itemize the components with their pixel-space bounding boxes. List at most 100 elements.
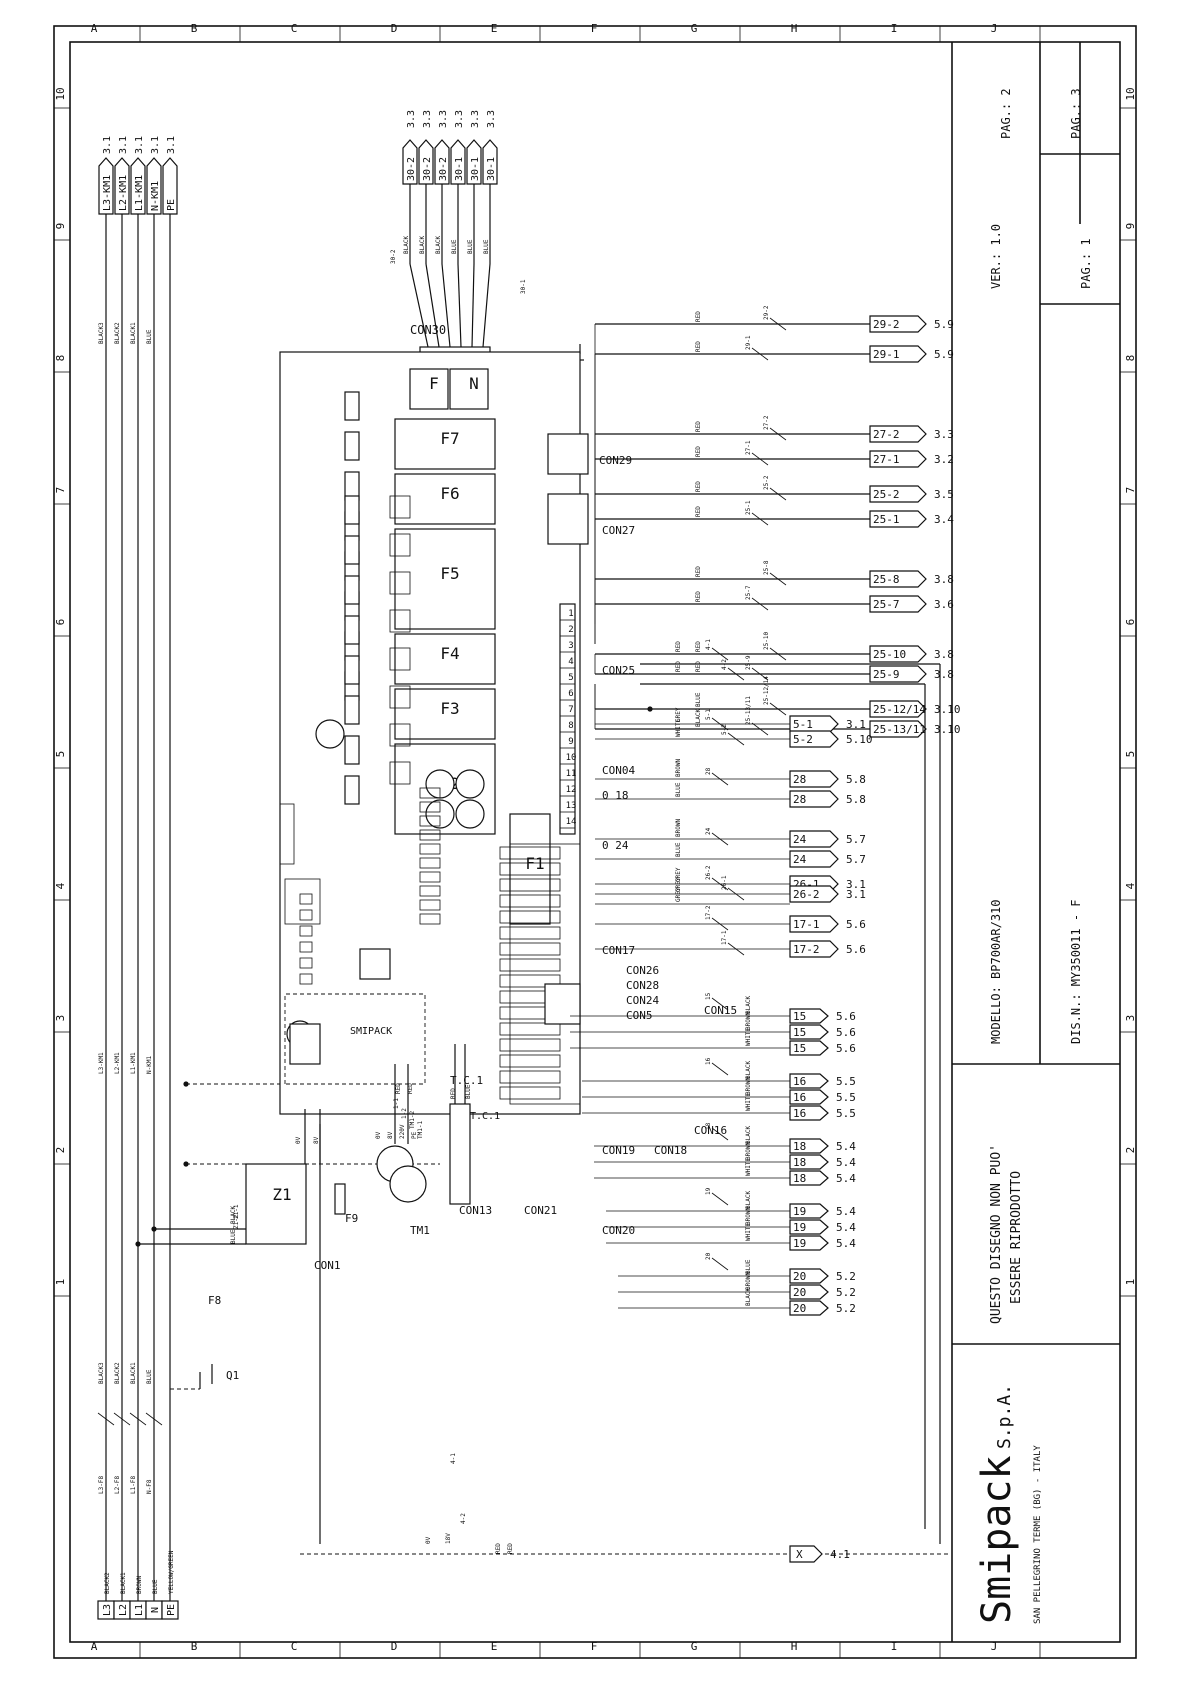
- mains-output-ref: 3.1: [118, 136, 129, 154]
- con30-label: CON30: [410, 323, 446, 337]
- cross-reference-page: 5.8: [846, 793, 866, 806]
- wire-tag-slash: [711, 772, 729, 786]
- terminal-number: 9: [568, 737, 573, 747]
- cross-reference-tag: [869, 595, 927, 613]
- grid-row-number: 7: [1124, 487, 1137, 494]
- fuse-tag-label: N-F8: [146, 1479, 153, 1494]
- grid-column-letter: A: [91, 1640, 98, 1653]
- cross-reference-page: 5.9: [934, 318, 954, 331]
- cross-reference-label: 20: [793, 1302, 806, 1315]
- relay-pin: [389, 571, 411, 595]
- ic-chip: [359, 948, 391, 980]
- terminal-number: 5: [568, 673, 573, 683]
- wire-tag-slash: [711, 1127, 729, 1141]
- grid-column-letter: E: [491, 22, 498, 35]
- ic-pin: [419, 787, 441, 799]
- wire-color-label: RED: [507, 1543, 514, 1554]
- wire-tag-slash: [711, 832, 729, 846]
- relay-pin: [389, 761, 411, 785]
- relay-contact: [344, 431, 360, 461]
- ic-pin: [419, 829, 441, 841]
- company-logo: Smipack: [974, 1455, 1020, 1624]
- terminal-number: 8: [568, 721, 573, 731]
- header-pins: [279, 803, 295, 865]
- cross-reference-page: 4.1: [830, 1548, 850, 1561]
- grid-row-number: 4: [1124, 882, 1137, 889]
- cross-reference-label: 18: [793, 1140, 806, 1153]
- wire-color-label: RED: [450, 1088, 457, 1099]
- con30-output-tag: [434, 139, 450, 185]
- cross-reference-tag: [789, 770, 839, 788]
- mains-input-section: L3BLACK2L2BLACK1L1BROWNNBLUEPEYELLOW/GRE…: [97, 136, 440, 1620]
- wire-color-label: GREY: [675, 887, 682, 902]
- cross-reference-tag: [869, 485, 927, 503]
- con30-output-ref: 3.3: [438, 110, 449, 128]
- tm1-coil: [389, 1165, 427, 1203]
- wire-tag-label: 25-12/14: [763, 676, 770, 705]
- wire-tag-slash: [129, 1412, 147, 1426]
- grid-column-letter: H: [791, 22, 798, 35]
- cross-reference-tag: [869, 645, 927, 663]
- board-connector-label: CON13: [459, 1204, 492, 1217]
- smipack-region: [284, 993, 426, 1085]
- connector-pin: [499, 974, 561, 988]
- cross-reference-page: 5.5: [836, 1075, 856, 1088]
- cross-reference-label: 27-2: [873, 428, 900, 441]
- con30-output-tag: [418, 139, 434, 185]
- wire-color-label: RED: [695, 661, 702, 672]
- wire-tag-slash: [727, 942, 745, 956]
- wire-color-label: BROWN: [675, 819, 682, 837]
- grid-column-letter: C: [291, 22, 298, 35]
- cross-reference-label: 25-12/14: [873, 703, 926, 716]
- cross-reference-page: 5.4: [836, 1140, 856, 1153]
- wire-color-label: RED: [495, 1543, 502, 1554]
- fuse-label: F4: [440, 644, 459, 663]
- connector-block: [547, 493, 589, 545]
- fuse-tag-label: L3-F8: [98, 1476, 105, 1494]
- cross-reference-page: 5.7: [846, 833, 866, 846]
- junction-dot: [151, 1226, 157, 1232]
- cross-reference-label: 26-2: [793, 888, 820, 901]
- cross-reference-label: 17-1: [793, 918, 820, 931]
- mains-mid-label: L1-KM1: [130, 1052, 137, 1074]
- company-address: SAN PELLEGRINO TERME (BG) - ITALY: [1033, 1445, 1043, 1624]
- wire-color-label: GREY: [675, 867, 682, 882]
- con30-wire: [471, 263, 475, 348]
- cross-reference-tag: [789, 850, 839, 868]
- con30-wire: [457, 263, 462, 348]
- terminal-strip: [559, 603, 576, 835]
- mains-wire-color: YELLOW/GREEN: [168, 1550, 175, 1594]
- cross-reference-page: 5.6: [836, 1042, 856, 1055]
- connector-pin: [499, 926, 561, 940]
- fuse-block: [394, 418, 496, 470]
- cross-reference-page: 3.1: [846, 888, 866, 901]
- mains-output-label: PE: [166, 199, 177, 211]
- cross-reference-tag: [869, 510, 927, 528]
- cross-reference-page: 5.4: [836, 1221, 856, 1234]
- con30-output-ref: 3.3: [422, 110, 433, 128]
- cross-reference-page: 3.1: [846, 718, 866, 731]
- con30-output-label: 30-2: [438, 157, 449, 181]
- grid-row-number: 1: [1124, 1279, 1137, 1286]
- fuse-block: [394, 633, 496, 685]
- f8-label: F8: [208, 1294, 221, 1307]
- terminal-number: 1: [568, 609, 573, 619]
- relay-contact: [344, 391, 360, 421]
- mains-output-label: L1-KM1: [134, 175, 145, 211]
- con30-wire: [409, 263, 429, 348]
- resistor: [299, 893, 313, 905]
- cross-reference-label: 29-1: [873, 348, 900, 361]
- cross-reference-page: 5.9: [934, 348, 954, 361]
- grid-column-letter: F: [591, 1640, 598, 1653]
- terminal-number: 13: [566, 801, 577, 811]
- grid-row-number: 9: [54, 223, 67, 230]
- wire-color-label: BLACK: [745, 1061, 752, 1079]
- mains-mid-label: N-KM1: [146, 1056, 153, 1074]
